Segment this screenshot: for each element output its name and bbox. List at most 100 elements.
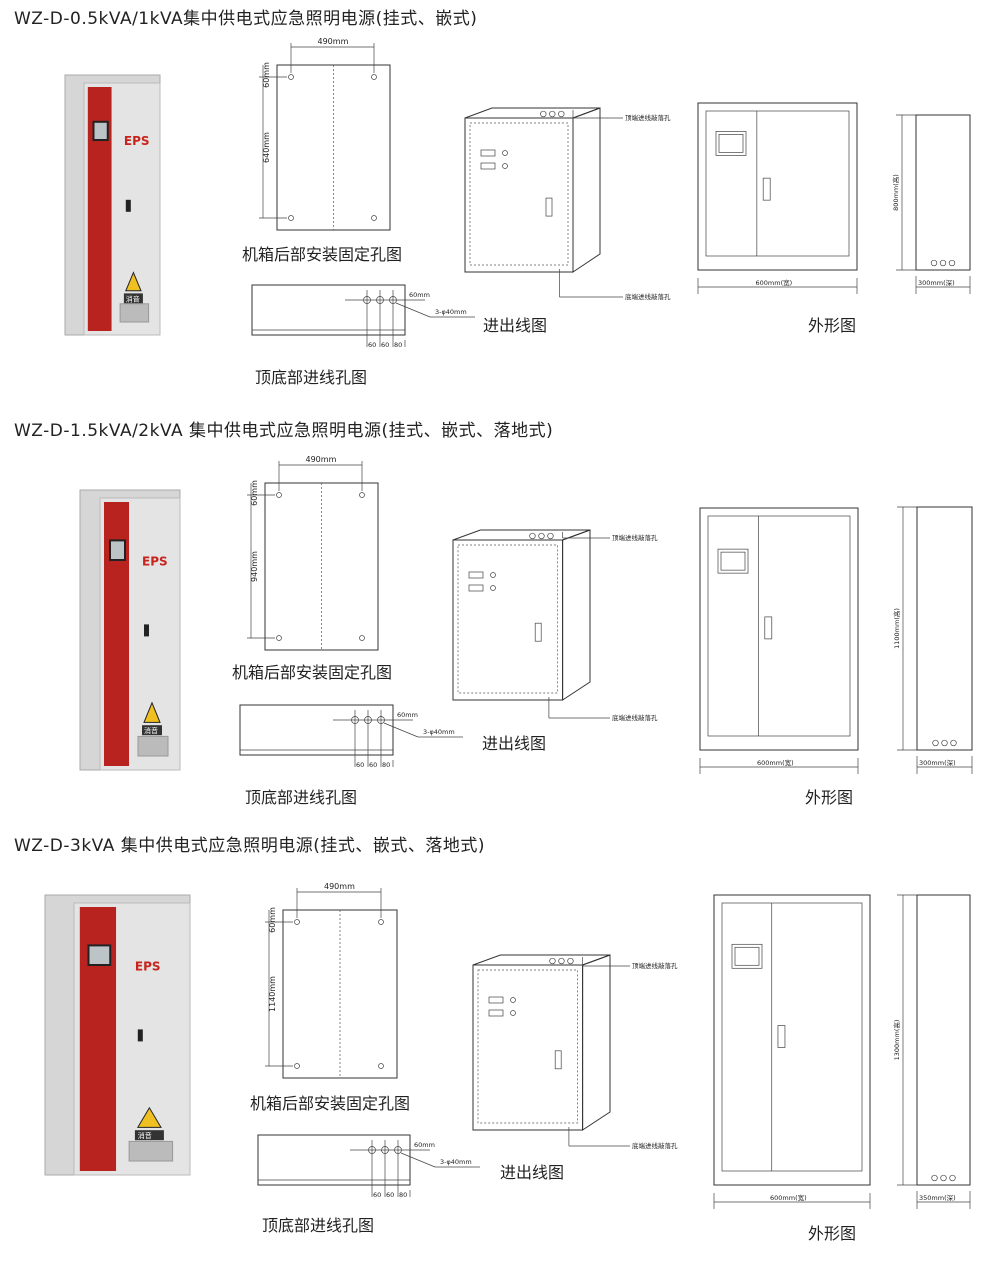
cabinet-outline	[699, 507, 859, 751]
mounting-hole	[378, 919, 384, 925]
mounting-hole	[371, 215, 377, 221]
eps-label: EPS	[124, 134, 150, 148]
mounting-hole	[359, 492, 365, 498]
top-knockout-label: 顶端进线敲落孔	[612, 533, 658, 542]
leader-line	[400, 1152, 436, 1168]
cable-hole	[394, 1146, 402, 1154]
indicator-slot	[480, 162, 496, 170]
hole-spec: 3-φ40mm	[435, 308, 467, 316]
cable-hole	[376, 296, 384, 304]
box-inner	[477, 969, 578, 1124]
top-bottom-plate	[257, 1134, 411, 1186]
hole-spec: 3-φ40mm	[440, 1158, 472, 1166]
leader-line	[383, 722, 419, 738]
spacing-dimension: 80	[394, 341, 402, 349]
indicator-light	[490, 585, 496, 591]
mounting-hole	[294, 1063, 300, 1069]
knockout-hole	[538, 532, 545, 540]
silence-button-label: 消音	[144, 726, 158, 735]
knockout-hole	[529, 532, 536, 540]
spacing-dimension: 60	[373, 1191, 381, 1199]
width-dimension: 600mm(宽)	[757, 758, 794, 767]
mounting-hole	[294, 919, 300, 925]
lock-outline	[762, 177, 771, 201]
edge-dimension: 60mm	[414, 1141, 435, 1149]
indicator-light	[510, 1010, 516, 1016]
silence-button	[142, 725, 162, 736]
cabinet-outline	[713, 894, 871, 1186]
side-hole	[950, 739, 957, 747]
bottom-knockout-label: 底端进线敲落孔	[632, 1141, 678, 1150]
side-hole	[932, 739, 939, 747]
height-dimension: 940mm	[250, 551, 259, 582]
side-hole	[939, 259, 947, 267]
product-section-1: WZ-D-0.5kVA/1kVA集中供电式应急照明电源(挂式、嵌式)EPS消音4…	[14, 9, 971, 387]
door-handle	[534, 622, 542, 642]
box-top	[472, 954, 611, 966]
box-front	[472, 964, 584, 1131]
door-handle	[545, 197, 553, 217]
mounting-hole	[359, 635, 365, 641]
silence-button	[134, 1130, 164, 1141]
product-photo: EPS 消音	[44, 894, 191, 1176]
depth-dimension: 300mm(深)	[918, 278, 955, 287]
door-lock	[144, 624, 149, 637]
hole-spec: 3-φ40mm	[423, 728, 455, 736]
outline-side: 1100mm(高)300mm(深)	[892, 506, 973, 774]
wiring-caption: 进出线图	[500, 1163, 564, 1182]
cabinet-outline	[697, 102, 858, 271]
lock-outline	[764, 616, 773, 640]
side-hole	[949, 1174, 956, 1182]
display-screen	[109, 539, 126, 562]
screen-outline	[715, 131, 747, 156]
mounting-hole	[288, 215, 294, 221]
cabinet-side	[916, 894, 971, 1186]
side-hole	[931, 1174, 938, 1182]
back-panel-caption: 机箱后部安装固定孔图	[250, 1094, 410, 1113]
outline-caption: 外形图	[805, 788, 853, 807]
top-knockout-label: 顶端进线敲落孔	[625, 113, 671, 122]
door-outline	[707, 515, 851, 737]
width-dimension: 490mm	[324, 882, 355, 891]
screen-inner	[720, 551, 746, 571]
warning-icon	[143, 701, 161, 723]
eps-label: EPS	[135, 960, 161, 974]
knockout-hole	[540, 110, 547, 118]
spacing-dimension: 80	[399, 1191, 407, 1199]
cable-hole	[368, 1146, 376, 1154]
box-front	[464, 117, 574, 273]
outline-side: 800mm(高)300mm(深)	[891, 114, 971, 294]
indicator-light	[490, 572, 496, 578]
mounting-hole	[276, 492, 282, 498]
height-dimension: 640mm	[262, 132, 271, 163]
top-dimension: 60mm	[262, 62, 271, 88]
silence-button-label: 消音	[138, 1131, 152, 1140]
vent-grille	[119, 303, 150, 323]
top-knockout-label: 顶端进线敲落孔	[632, 961, 678, 970]
knockout-hole	[549, 957, 556, 965]
depth-dimension: 300mm(深)	[919, 758, 956, 767]
indicator-slot	[488, 1009, 504, 1017]
lock-outline	[777, 1025, 786, 1048]
box-top	[452, 529, 591, 541]
box-inner	[457, 544, 558, 694]
outline-caption: 外形图	[808, 1224, 856, 1243]
cable-hole	[364, 716, 372, 724]
indicator-slot	[488, 996, 504, 1004]
top-bottom-caption: 顶底部进线孔图	[245, 788, 357, 807]
top-bottom-caption: 顶底部进线孔图	[262, 1216, 374, 1235]
side-hole	[930, 259, 938, 267]
box-side	[582, 954, 611, 1131]
door-lock	[125, 199, 131, 212]
indicator-light	[502, 150, 508, 156]
indicator-slot	[468, 584, 484, 592]
outline-caption: 外形图	[808, 316, 856, 335]
